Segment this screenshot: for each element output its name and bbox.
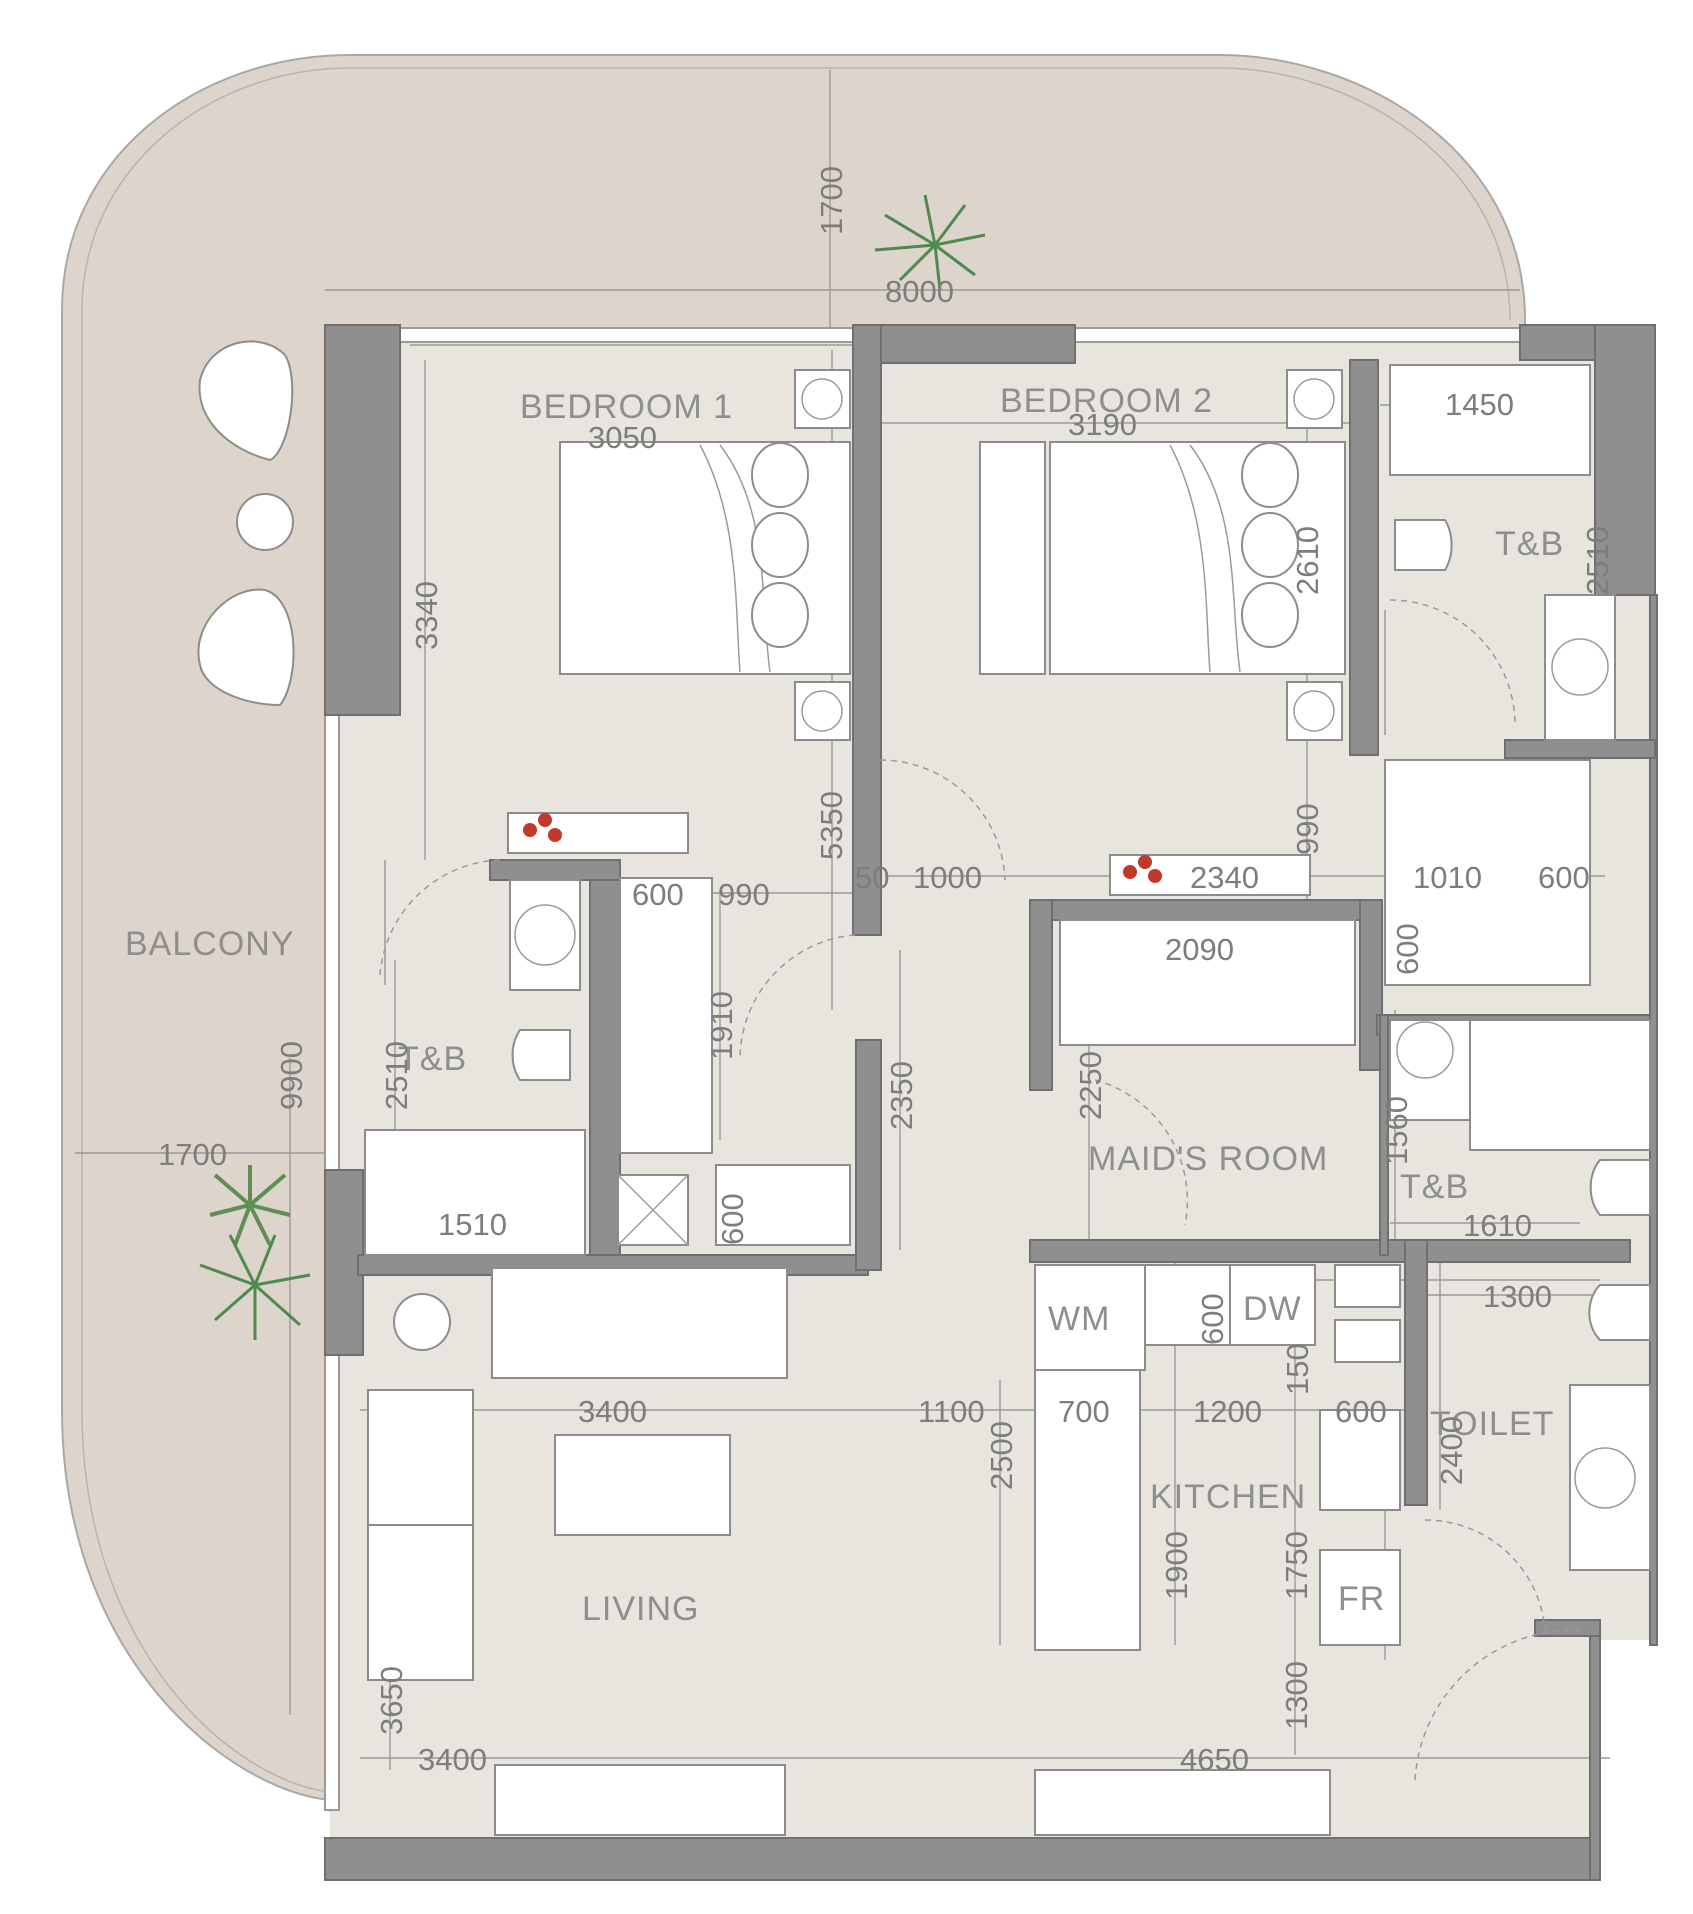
room-label-maids-room: MAID'S ROOM <box>1088 1140 1328 1178</box>
dimension-600-maid-wardrobe: 600 <box>1390 923 1425 975</box>
dimension-3400-bottom: 3400 <box>418 1742 487 1777</box>
dimension-600-low: 600 <box>715 1193 750 1245</box>
dimension-1910: 1910 <box>704 991 739 1060</box>
dimension-9900: 9900 <box>274 1041 309 1110</box>
dimension-2250: 2250 <box>1073 1051 1108 1120</box>
dimension-1200: 1200 <box>1193 1394 1262 1429</box>
dimension-1100: 1100 <box>918 1394 985 1429</box>
dimension-1450: 1450 <box>1445 387 1514 422</box>
dimension-990-bedroom-2: 990 <box>1290 803 1325 855</box>
living-furniture <box>367 1267 1331 1836</box>
dimension-150: 150 <box>1280 1343 1315 1395</box>
dimension-2350: 2350 <box>884 1061 919 1130</box>
dimension-2500: 2500 <box>984 1421 1019 1490</box>
dimension-2510-tb: 2510 <box>1580 526 1615 595</box>
dimension-2610: 2610 <box>1290 526 1325 595</box>
doors <box>379 599 1581 1781</box>
dimension-2400: 2400 <box>1434 1416 1469 1485</box>
dimension-600-wm: 600 <box>1195 1293 1230 1345</box>
bathroom-fixtures <box>364 364 1651 1571</box>
dimension-1560: 1560 <box>1379 1096 1414 1165</box>
room-label-balcony: BALCONY <box>125 925 295 963</box>
dimension-600-right: 600 <box>1538 860 1590 895</box>
dimension-1300-entry: 1300 <box>1279 1661 1314 1730</box>
plant-icons <box>199 194 1311 1340</box>
dimension-700: 700 <box>1058 1394 1110 1429</box>
dimension-8000: 8000 <box>885 274 954 309</box>
dimension-1300-toilet: 1300 <box>1483 1279 1552 1314</box>
dimension-5350: 5350 <box>814 791 849 860</box>
room-label-bedroom-2: BEDROOM 2 <box>1000 382 1213 420</box>
dimension-3190: 3190 <box>1068 407 1137 442</box>
room-label-toilet: TOILET <box>1430 1405 1554 1443</box>
bed-bedroom-2 <box>979 441 1346 675</box>
kitchen-fixtures <box>1034 1264 1401 1651</box>
dimension-4650: 4650 <box>1180 1742 1249 1777</box>
room-label-kitchen: KITCHEN <box>1150 1478 1306 1516</box>
room-label-tb-maid: T&B <box>1400 1168 1469 1206</box>
windows <box>324 327 1531 1811</box>
balcony-furniture <box>197 340 295 707</box>
dimension-1010: 1010 <box>1413 860 1482 895</box>
wardrobes <box>617 759 1591 1246</box>
balcony-edge <box>81 67 1511 1793</box>
dimension-1750: 1750 <box>1279 1531 1314 1600</box>
dimension-2510-bedroom-1: 2510 <box>379 1041 414 1110</box>
label-fridge: FR <box>1338 1580 1385 1618</box>
dimension-3650: 3650 <box>374 1666 409 1735</box>
dimension-2090: 2090 <box>1165 932 1234 967</box>
label-washing-machine: WM <box>1048 1300 1110 1338</box>
dimension-1510: 1510 <box>438 1207 507 1242</box>
dimension-3340: 3340 <box>409 581 444 650</box>
dimension-1000: 1000 <box>913 860 982 895</box>
room-label-living: LIVING <box>582 1590 699 1628</box>
plant-icon <box>199 1234 311 1340</box>
balcony-area <box>61 54 1526 1812</box>
plant-icon <box>209 1165 291 1246</box>
dimension-1700-top: 1700 <box>814 166 849 235</box>
dimension-1610: 1610 <box>1463 1208 1532 1243</box>
dimension-600-wardrobe: 600 <box>632 877 684 912</box>
flower-icon <box>507 812 1311 896</box>
dimension-3050: 3050 <box>588 420 657 455</box>
room-label-bedroom-1: BEDROOM 1 <box>520 388 733 426</box>
room-label-tb-main: T&B <box>1495 525 1564 563</box>
bed-bedroom-1 <box>559 441 851 675</box>
dimension-1700-left: 1700 <box>158 1137 227 1172</box>
dimension-2340: 2340 <box>1190 860 1259 895</box>
label-dishwasher: DW <box>1243 1290 1302 1328</box>
walls <box>324 324 1658 1881</box>
dimension-1900: 1900 <box>1159 1531 1194 1600</box>
dimension-600-kitchen: 600 <box>1335 1394 1387 1429</box>
dimension-990-corridor: 990 <box>718 877 770 912</box>
plant-icon <box>874 194 986 291</box>
dimension-50: 50 <box>855 860 889 895</box>
room-label-tb-bedroom-1: T&B <box>398 1040 467 1078</box>
dimension-3400-mid: 3400 <box>578 1394 647 1429</box>
nightstands <box>794 369 1343 741</box>
